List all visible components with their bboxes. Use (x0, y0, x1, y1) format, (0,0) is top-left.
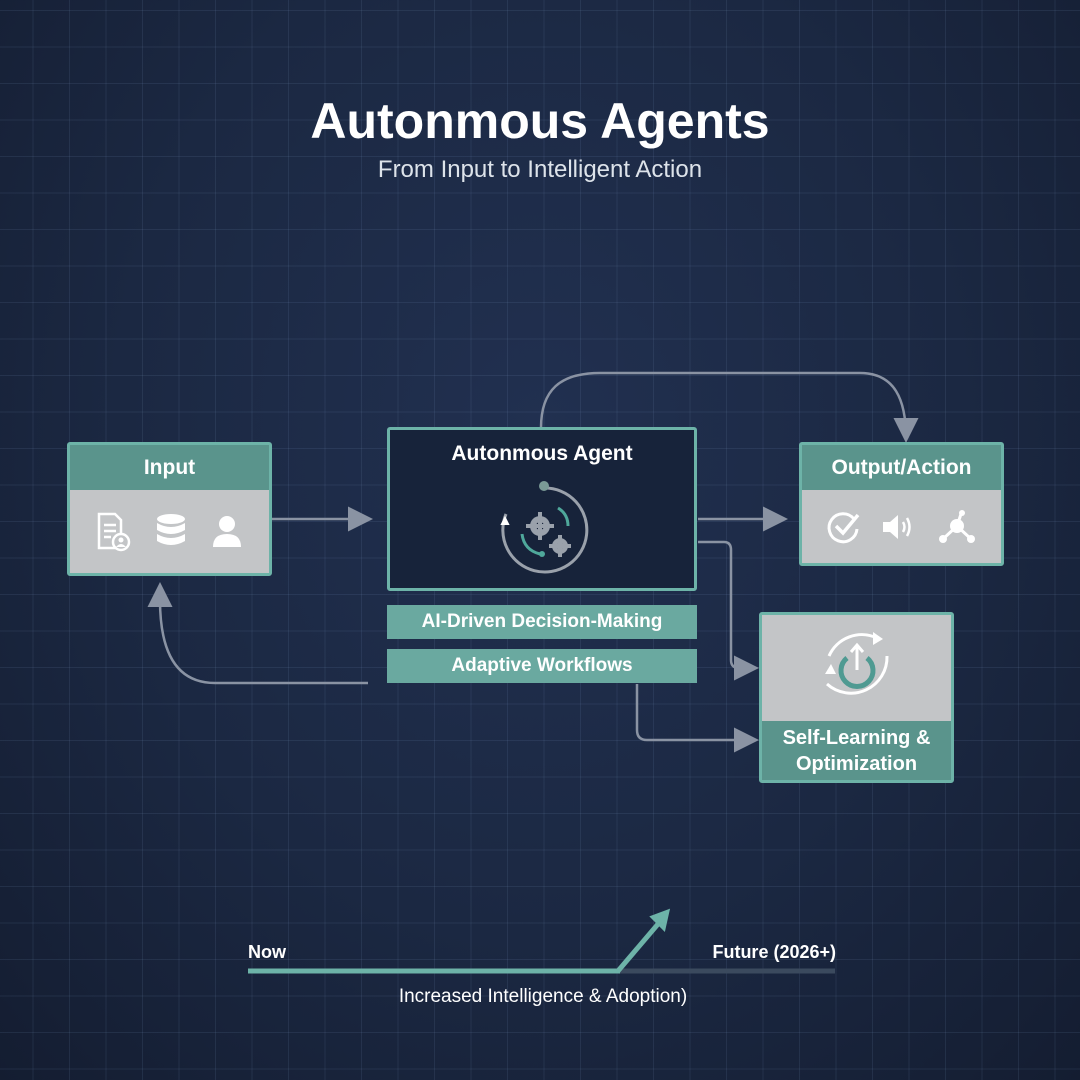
self-learning-label-line1: Self-Learning & (782, 726, 931, 749)
timeline-graphic (248, 908, 835, 974)
document-user-icon (97, 512, 131, 551)
agent-title: Autonmous Agent (451, 442, 633, 465)
timeline-end-label: Future (2026+) (712, 942, 836, 962)
input-header: Input (70, 445, 269, 490)
timeline-caption: Increased Intelligence & Adoption) (398, 986, 688, 1007)
output-header: Output/Action (802, 445, 1001, 490)
database-icon (157, 513, 186, 545)
self-learning-label-line2: Optimization (795, 752, 918, 775)
gears-cycle-icon (500, 481, 589, 574)
growth-arrow (616, 915, 666, 973)
input-node[interactable]: Input (67, 442, 272, 576)
arrow-agent-to-self-learning (698, 540, 759, 681)
speaker-icon (883, 514, 912, 539)
timeline-start-label: Now (248, 942, 286, 962)
arrow-feedback-to-input (147, 582, 368, 685)
check-circle-icon (827, 511, 860, 543)
arrow-workflows-to-self-learning (635, 684, 759, 753)
network-node-icon (939, 509, 976, 543)
page-title: Autonmous Agents (310, 93, 770, 149)
user-icon (213, 515, 242, 547)
self-learning-node[interactable]: Self-Learning & Optimization (759, 612, 954, 783)
growth-arrowhead (649, 908, 671, 932)
capability-adaptive-workflows: Adaptive Workflows (387, 649, 697, 683)
capability-ai-decision-making: AI-Driven Decision-Making (387, 605, 697, 639)
autonomous-agent-node[interactable]: Autonmous Agent (387, 427, 697, 591)
arrow-agent-top-to-output (539, 371, 919, 443)
output-action-node[interactable]: Output/Action (799, 442, 1004, 566)
page-subtitle: From Input to Intelligent Action (377, 156, 703, 183)
power-cycle-icon (824, 632, 889, 695)
